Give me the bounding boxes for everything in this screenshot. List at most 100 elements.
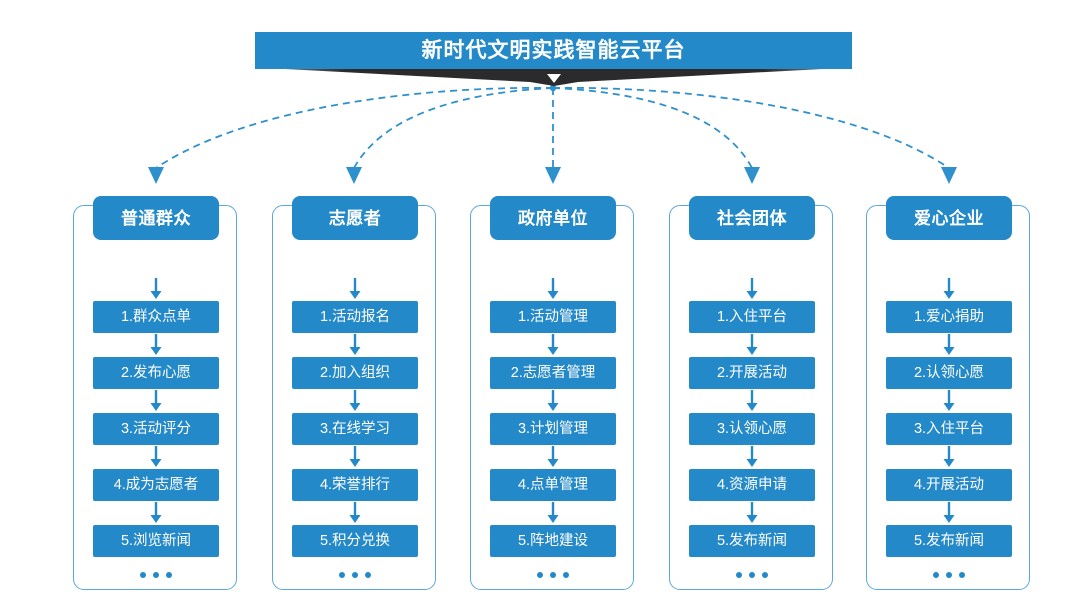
connector-arrowhead-1 [148, 167, 164, 184]
column-header[interactable]: 爱心企业 [886, 196, 1012, 240]
list-item[interactable]: 3.入住平台 [886, 413, 1012, 445]
list-item-label: 5.发布新闻 [913, 532, 985, 549]
connector-path-4 [552, 87, 753, 169]
list-item-label: 2.认领心愿 [913, 364, 985, 381]
down-arrow-icon [886, 445, 1012, 469]
down-arrow-icon [886, 333, 1012, 357]
list-item[interactable]: 4.点单管理 [490, 469, 616, 501]
connector-arrowhead-5 [941, 167, 957, 184]
connector-path-2 [353, 87, 554, 169]
list-item[interactable]: 4.开展活动 [886, 469, 1012, 501]
list-item[interactable]: 2.加入组织 [292, 357, 418, 389]
list-item[interactable]: 2.认领心愿 [886, 357, 1012, 389]
more-items-ellipsis-icon [292, 560, 418, 590]
down-arrow-icon [292, 389, 418, 413]
list-item-label: 4.成为志愿者 [113, 476, 199, 493]
column-政府单位[interactable]: 政府单位 1.活动管理 2.志愿者管理 3.计划管理 4.点单管理 5.阵地建设 [470, 196, 636, 592]
column-header-label: 社会团体 [717, 208, 787, 228]
down-arrow-icon [292, 333, 418, 357]
down-arrow-icon [93, 501, 219, 525]
list-item[interactable]: 3.认领心愿 [689, 413, 815, 445]
list-item-label: 3.入住平台 [913, 420, 985, 437]
column-header[interactable]: 普通群众 [93, 196, 219, 240]
list-item-label: 3.活动评分 [120, 420, 192, 437]
connector-path-5 [552, 86, 950, 169]
down-arrow-icon [689, 277, 815, 301]
list-item-label: 3.认领心愿 [716, 420, 788, 437]
list-item[interactable]: 5.阵地建设 [490, 525, 616, 557]
list-item-label: 1.入住平台 [716, 308, 788, 325]
more-items-ellipsis-icon [93, 560, 219, 590]
down-arrow-icon [689, 333, 815, 357]
column-header-label: 政府单位 [518, 208, 588, 228]
list-item[interactable]: 1.活动报名 [292, 301, 418, 333]
column-header[interactable]: 志愿者 [292, 196, 418, 240]
list-item-label: 2.发布心愿 [120, 364, 192, 381]
page-title: 新时代文明实践智能云平台 [421, 39, 686, 62]
down-arrow-icon [490, 445, 616, 469]
list-item[interactable]: 5.浏览新闻 [93, 525, 219, 557]
list-item[interactable]: 2.志愿者管理 [490, 357, 616, 389]
list-item[interactable]: 1.爱心捐助 [886, 301, 1012, 333]
down-arrow-icon [292, 277, 418, 301]
down-arrow-icon [886, 389, 1012, 413]
list-item[interactable]: 3.活动评分 [93, 413, 219, 445]
list-item-label: 3.计划管理 [517, 420, 589, 437]
column-社会团体[interactable]: 社会团体 1.入住平台 2.开展活动 3.认领心愿 4.资源申请 5.发布新闻 [669, 196, 835, 592]
list-item[interactable]: 2.发布心愿 [93, 357, 219, 389]
down-arrow-icon [93, 445, 219, 469]
list-item-label: 4.资源申请 [716, 476, 788, 493]
list-item-label: 5.积分兑换 [319, 532, 391, 549]
list-item[interactable]: 4.资源申请 [689, 469, 815, 501]
list-item[interactable]: 1.群众点单 [93, 301, 219, 333]
connector-arrowhead-3 [545, 167, 561, 184]
list-item-label: 2.开展活动 [716, 364, 788, 381]
column-志愿者[interactable]: 志愿者 1.活动报名 2.加入组织 3.在线学习 4.荣誉排行 5.积分兑换 [272, 196, 438, 592]
list-item[interactable]: 4.成为志愿者 [93, 469, 219, 501]
list-item-label: 4.开展活动 [913, 476, 985, 493]
down-arrow-icon [93, 277, 219, 301]
column-item-list: 1.爱心捐助 2.认领心愿 3.入住平台 4.开展活动 5.发布新闻 [886, 277, 1012, 590]
list-item[interactable]: 1.活动管理 [490, 301, 616, 333]
list-item-label: 4.荣誉排行 [319, 476, 391, 493]
connector-arrowhead-2 [346, 167, 362, 184]
list-item[interactable]: 1.入住平台 [689, 301, 815, 333]
down-arrow-icon [689, 389, 815, 413]
list-item-label: 5.阵地建设 [517, 532, 589, 549]
list-item-label: 1.活动报名 [319, 308, 391, 325]
down-arrow-icon [490, 277, 616, 301]
column-普通群众[interactable]: 普通群众 1.群众点单 2.发布心愿 3.活动评分 4.成为志愿者 5.浏览新闻 [73, 196, 239, 592]
banner-shadow-chevron [248, 67, 860, 86]
column-header[interactable]: 政府单位 [490, 196, 616, 240]
column-header-label: 爱心企业 [914, 208, 984, 228]
list-item[interactable]: 4.荣誉排行 [292, 469, 418, 501]
list-item-label: 1.爱心捐助 [913, 308, 985, 325]
column-item-list: 1.活动报名 2.加入组织 3.在线学习 4.荣誉排行 5.积分兑换 [292, 277, 418, 590]
down-arrow-icon [490, 333, 616, 357]
down-arrow-icon [490, 389, 616, 413]
platform-title-banner: 新时代文明实践智能云平台 [255, 32, 852, 69]
list-item-label: 2.志愿者管理 [510, 364, 596, 381]
down-arrow-icon [689, 501, 815, 525]
down-arrow-icon [292, 445, 418, 469]
column-header[interactable]: 社会团体 [689, 196, 815, 240]
column-爱心企业[interactable]: 爱心企业 1.爱心捐助 2.认领心愿 3.入住平台 4.开展活动 5.发布新闻 [866, 196, 1032, 592]
list-item-label: 5.浏览新闻 [120, 532, 192, 549]
down-arrow-icon [886, 501, 1012, 525]
list-item-label: 1.群众点单 [120, 308, 192, 325]
list-item[interactable]: 3.在线学习 [292, 413, 418, 445]
column-item-list: 1.活动管理 2.志愿者管理 3.计划管理 4.点单管理 5.阵地建设 [490, 277, 616, 590]
list-item[interactable]: 3.计划管理 [490, 413, 616, 445]
down-arrow-icon [490, 501, 616, 525]
list-item[interactable]: 5.积分兑换 [292, 525, 418, 557]
down-arrow-icon [93, 389, 219, 413]
column-item-list: 1.入住平台 2.开展活动 3.认领心愿 4.资源申请 5.发布新闻 [689, 277, 815, 590]
list-item[interactable]: 5.发布新闻 [886, 525, 1012, 557]
list-item[interactable]: 5.发布新闻 [689, 525, 815, 557]
list-item[interactable]: 2.开展活动 [689, 357, 815, 389]
connector-path-1 [155, 86, 554, 169]
list-item-label: 1.活动管理 [517, 308, 589, 325]
list-item-label: 2.加入组织 [319, 364, 391, 381]
connector-arrowhead-4 [744, 167, 760, 184]
